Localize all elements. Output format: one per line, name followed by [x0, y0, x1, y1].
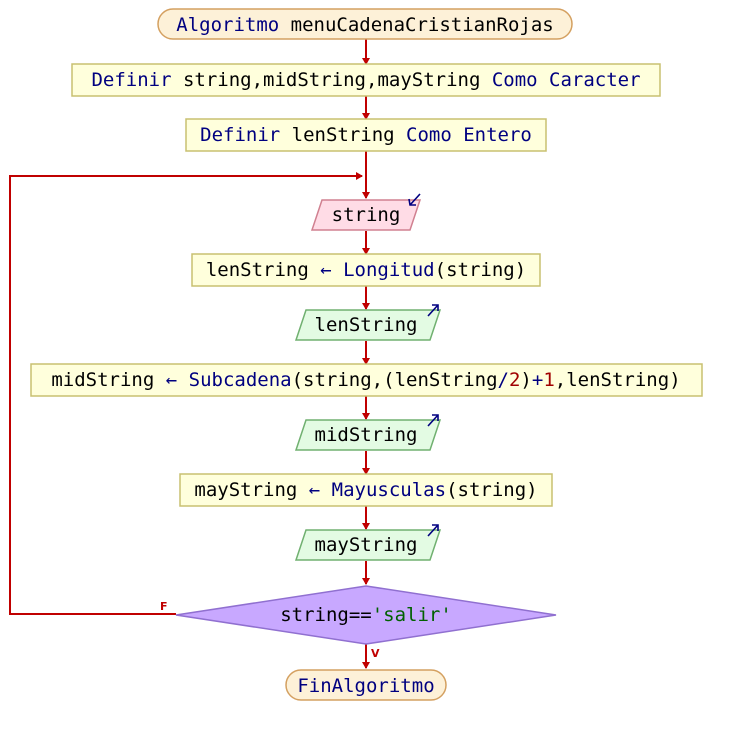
condition-decision: string=='salir'	[175, 585, 557, 645]
assign-len-label: lenString ← Longitud(string)	[206, 259, 526, 281]
output-arrow-icon	[427, 414, 439, 427]
write-may-label: mayString	[315, 534, 418, 556]
start-terminal: Algoritmo menuCadenaCristianRojas	[157, 8, 573, 40]
output-arrow-icon	[427, 524, 439, 537]
assign-may-label: mayString ← Mayusculas(string)	[194, 479, 537, 501]
end-terminal: FinAlgoritmo	[285, 669, 447, 701]
connectors	[9, 39, 370, 669]
write-len-output: lenString	[294, 304, 442, 341]
assign-mid-block: midString ← Subcadena(string,(lenString/…	[30, 363, 703, 397]
assign-len-block: lenString ← Longitud(string)	[191, 253, 541, 287]
assign-mid-label: midString ← Subcadena(string,(lenString/…	[51, 369, 680, 391]
write-may-output: mayString	[294, 524, 442, 561]
false-branch-label: F	[160, 600, 168, 613]
assign-may-block: mayString ← Mayusculas(string)	[179, 473, 553, 507]
write-len-label: lenString	[315, 314, 418, 336]
read-string-input: string	[310, 193, 422, 231]
end-label: FinAlgoritmo	[297, 675, 434, 697]
input-arrow-icon	[408, 193, 421, 206]
define-chars-label: Definir string,midString,mayString Como …	[91, 69, 640, 91]
define-chars-block: Definir string,midString,mayString Como …	[71, 63, 661, 97]
write-mid-output: midString	[294, 414, 442, 451]
define-int-label: Definir lenString Como Entero	[200, 124, 532, 146]
true-branch-label: V	[371, 647, 380, 660]
start-label: Algoritmo menuCadenaCristianRojas	[176, 14, 554, 36]
define-int-block: Definir lenString Como Entero	[185, 118, 547, 152]
read-string-label: string	[332, 204, 401, 226]
condition-label: string=='salir'	[280, 604, 452, 626]
write-mid-label: midString	[315, 424, 418, 446]
output-arrow-icon	[427, 304, 439, 317]
